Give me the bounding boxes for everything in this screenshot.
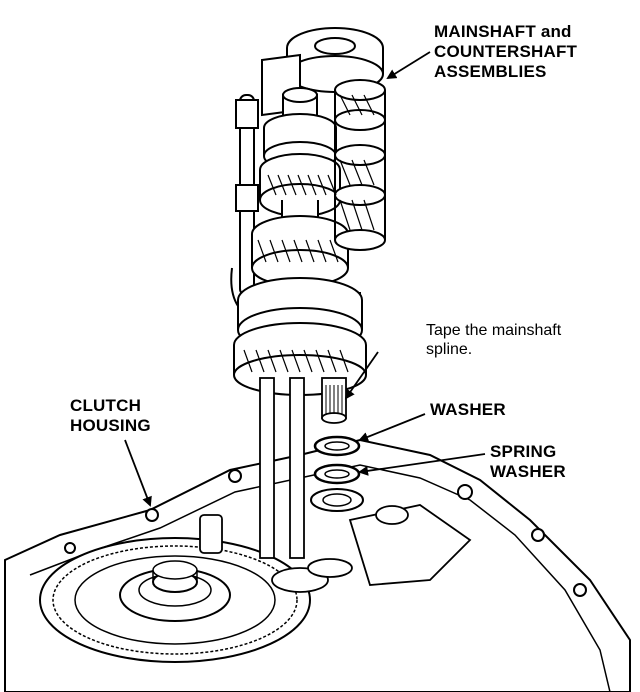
spring-washer (313, 463, 361, 485)
tape-note-line-2: spline. (426, 340, 473, 358)
tape-note-label: Tape the mainshaft spline. (426, 322, 561, 360)
washer (313, 435, 361, 457)
bearing-race (310, 488, 364, 512)
leader-lines (124, 51, 486, 507)
gear-teeth-hatching (243, 94, 375, 373)
washer-label: WASHER (430, 400, 506, 420)
spring-washer-label: SPRING WASHER (490, 442, 566, 482)
clutch-housing-line-2: HOUSING (70, 416, 151, 436)
assemblies-line-3: ASSEMBLIES (434, 62, 547, 82)
spring-washer-line-1: SPRING (490, 442, 557, 461)
mainshaft-countershaft-label: MAINSHAFT and COUNTERSHAFT ASSEMBLIES (434, 22, 577, 82)
tape-note-line-1: Tape the mainshaft (426, 322, 562, 339)
washer-text: WASHER (430, 400, 506, 419)
assemblies-line-2: COUNTERSHAFT (434, 42, 578, 62)
ring-gear (39, 537, 311, 663)
case-bore (199, 504, 472, 593)
gear-assembly (230, 27, 386, 559)
shaft-ends (259, 377, 347, 559)
clutch-housing-label: CLUTCH HOUSING (70, 396, 151, 436)
clutch-housing-line-1: CLUTCH (70, 396, 142, 415)
countershaft-gears (334, 79, 386, 251)
spring-washer-line-2: WASHER (490, 462, 566, 482)
assemblies-line-1: MAINSHAFT and (434, 22, 572, 41)
